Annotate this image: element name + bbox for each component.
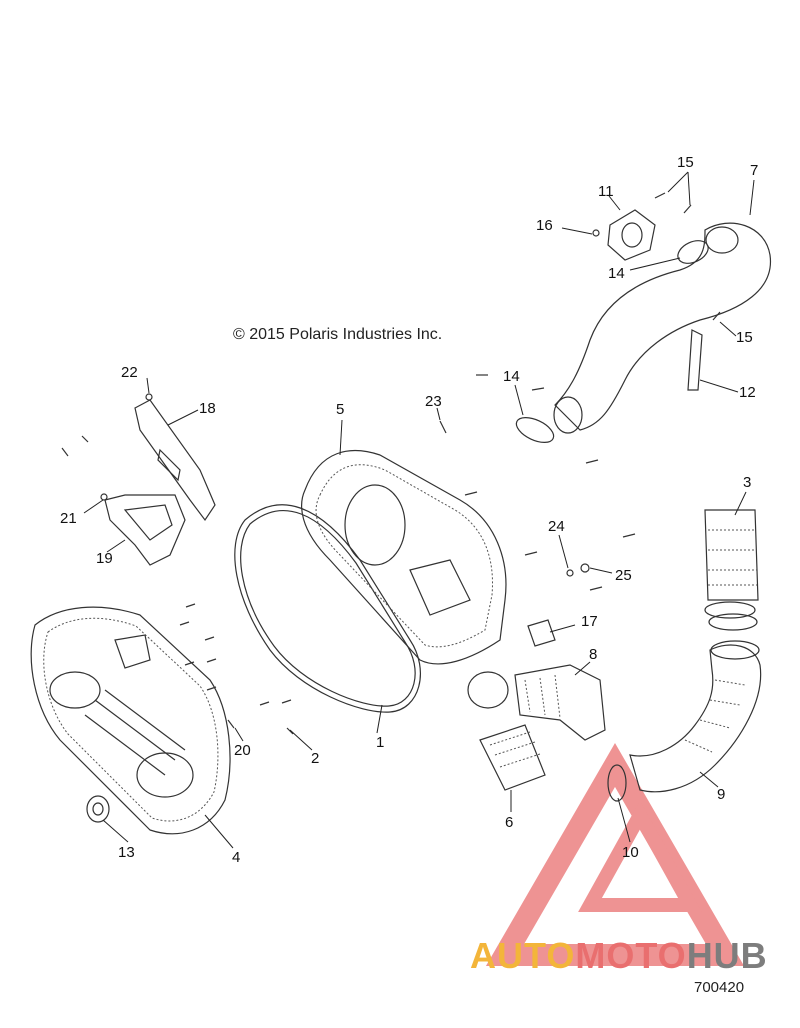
callout-13: 13 <box>118 844 135 861</box>
callout-14a: 14 <box>608 265 625 282</box>
callout-18: 18 <box>199 400 216 417</box>
callout-22: 22 <box>121 364 138 381</box>
leader-lines <box>83 171 755 849</box>
watermark-moto: MOTO <box>575 935 687 976</box>
part-13-washer <box>86 795 110 823</box>
part-8-coupler <box>514 664 606 741</box>
callout-9: 9 <box>717 786 725 803</box>
callout-15a: 15 <box>677 154 694 171</box>
callout-10: 10 <box>622 844 639 861</box>
watermark-auto: AUTO <box>470 935 576 976</box>
callout-4: 4 <box>232 849 240 866</box>
part-18-bracket <box>134 399 216 522</box>
fasteners <box>61 192 721 735</box>
part-12-strap <box>687 329 703 391</box>
callout-8: 8 <box>589 646 597 663</box>
part-5-inner-cover <box>301 449 507 665</box>
watermark-hub: HUB <box>686 935 768 976</box>
callout-15b: 15 <box>736 329 753 346</box>
part-19-mount <box>104 494 186 566</box>
callout-21: 21 <box>60 510 77 527</box>
callout-17: 17 <box>581 613 598 630</box>
drawing-number: 700420 <box>694 979 745 996</box>
callout-20: 20 <box>234 742 251 759</box>
callout-6: 6 <box>505 814 513 831</box>
callout-19: 19 <box>96 550 113 567</box>
callout-23: 23 <box>425 393 442 410</box>
part-6-screen <box>479 724 546 791</box>
callout-3: 3 <box>743 474 751 491</box>
part-14-clamp-lower <box>515 417 555 443</box>
copyright-notice: © 2015 Polaris Industries Inc. <box>233 326 443 343</box>
part-17-label <box>527 619 556 647</box>
part-10-clamp <box>607 764 627 802</box>
part-3-filter <box>704 509 759 619</box>
part-9-hose <box>629 613 762 793</box>
watermark-triangle <box>485 743 745 966</box>
callout-labels: 1 2 3 4 5 6 7 8 9 10 11 12 13 14 14 15 1… <box>60 154 758 866</box>
callout-14b: 14 <box>503 368 520 385</box>
part-4-outer-cover <box>30 606 231 835</box>
part-1-gasket <box>234 504 421 713</box>
part-8-clamp <box>467 671 509 709</box>
callout-16: 16 <box>536 217 553 234</box>
callout-7: 7 <box>750 162 758 179</box>
callout-11: 11 <box>598 183 614 200</box>
part-7-intake-duct <box>553 222 771 434</box>
callout-24: 24 <box>548 518 565 535</box>
callout-25: 25 <box>615 567 632 584</box>
part-11-flange <box>607 209 656 261</box>
watermark-logo: AUTOMOTOHUB <box>470 935 768 977</box>
callout-5: 5 <box>336 401 344 418</box>
callout-1: 1 <box>376 734 384 751</box>
callout-2: 2 <box>311 750 319 767</box>
callout-12: 12 <box>739 384 756 401</box>
